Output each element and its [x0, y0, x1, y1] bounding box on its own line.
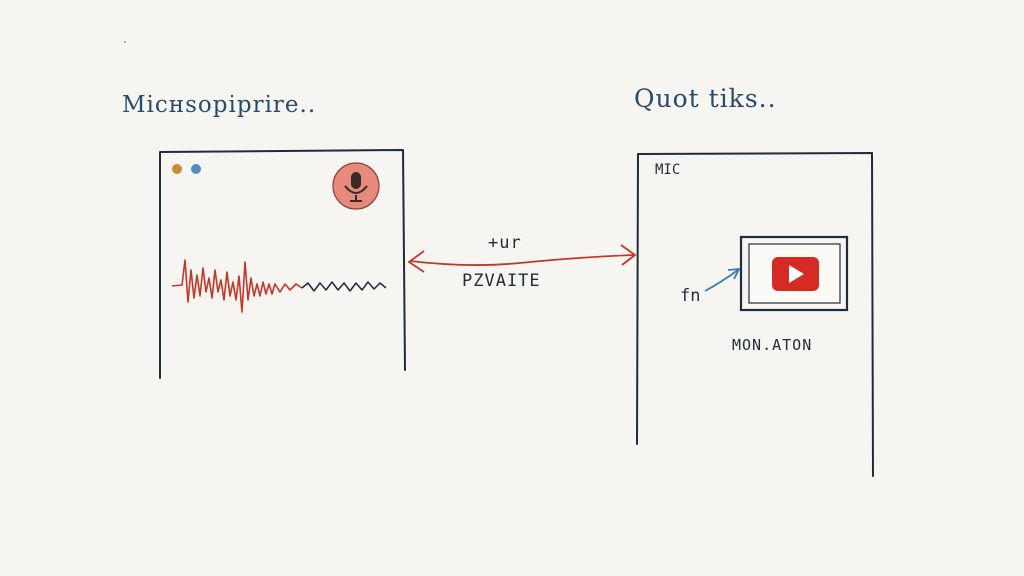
right-window-frame — [636, 152, 874, 477]
bidirectional-arrow — [407, 244, 637, 273]
window-dot-blue — [191, 164, 201, 174]
left-window-frame — [159, 149, 406, 379]
monitor-label: MON.ATON — [732, 336, 813, 354]
paper-speck — [124, 41, 126, 43]
left-panel-title: Micнsopiprire.. — [122, 92, 317, 118]
connector-bottom-label: PZVAITE — [462, 271, 541, 291]
audio-waveform-tail — [301, 281, 387, 292]
microphone-icon[interactable] — [332, 162, 380, 210]
right-panel-title: Quot tiks.. — [634, 84, 777, 113]
audio-waveform-red — [171, 259, 303, 313]
play-button-icon[interactable] — [772, 257, 819, 291]
mic-label: MIC — [655, 162, 681, 178]
fn-arrow-icon — [704, 267, 741, 292]
connector-top-label: +ur — [488, 233, 522, 253]
fn-label: fn — [680, 286, 701, 306]
window-dot-orange — [172, 164, 182, 174]
